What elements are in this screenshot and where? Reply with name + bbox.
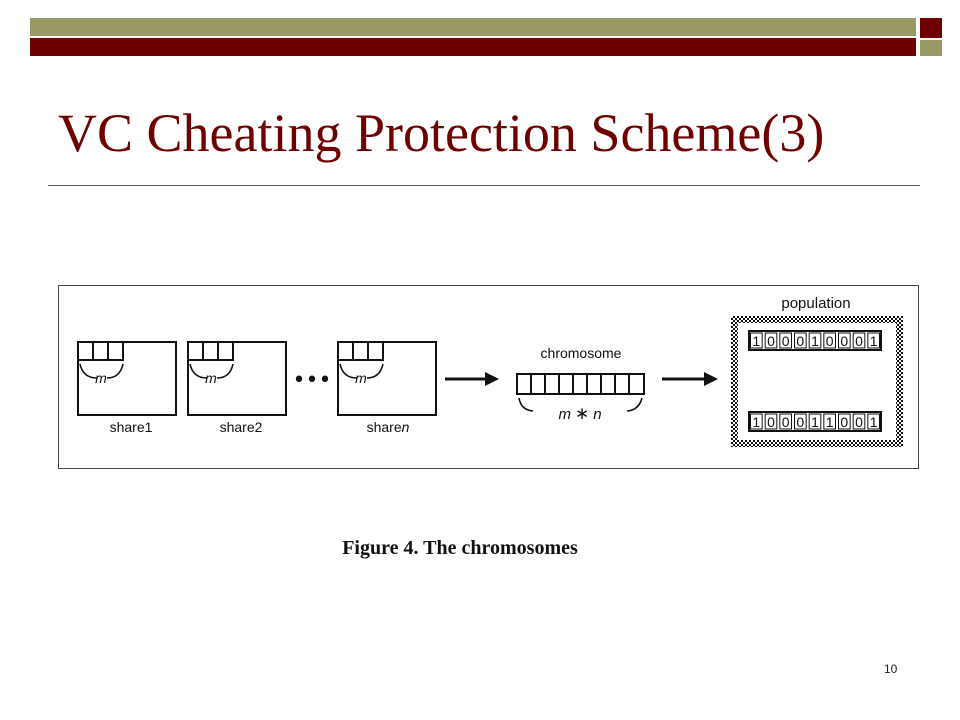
- slide-title: VC Cheating Protection Scheme(3): [58, 103, 825, 163]
- chromosome-size-label: m∗n: [558, 404, 601, 423]
- bit-cell: [779, 413, 792, 430]
- header-red-bar: [30, 38, 916, 56]
- share-m-label: m: [355, 370, 367, 386]
- share-pixel-block: [187, 341, 234, 361]
- chromosome-bracket: [518, 397, 643, 412]
- page-number: 10: [884, 662, 898, 676]
- bit-value: 1: [826, 414, 834, 430]
- bit-cell: [838, 332, 851, 349]
- bit-cell: [808, 332, 822, 349]
- share-pixel-block: [77, 341, 124, 361]
- share-m-label: m: [205, 370, 217, 386]
- bit-cell: [750, 413, 763, 430]
- bit-value: 0: [840, 414, 848, 430]
- bit-value: 1: [870, 414, 878, 430]
- share-n: m sharen: [337, 341, 437, 435]
- share-label: share1: [110, 419, 153, 435]
- bit-cell: [852, 413, 866, 430]
- bit-value: 0: [840, 333, 848, 349]
- bit-value: 1: [752, 414, 760, 430]
- figure-caption: Figure 4. The chromosomes: [342, 537, 578, 559]
- bit-value: 0: [796, 414, 804, 430]
- header-red-square: [920, 18, 942, 38]
- chromosome-cells: [530, 374, 630, 394]
- share-label: sharen: [367, 419, 410, 435]
- bit-cell: [779, 332, 792, 349]
- chromosome-diagram: m share1 m share2 ••• m sharen: [77, 295, 903, 447]
- bit-value: 1: [811, 333, 819, 349]
- share-ellipsis: •••: [293, 368, 332, 393]
- bit-value: 0: [767, 333, 775, 349]
- chromosome-bar: [516, 373, 645, 395]
- bit-value: 0: [796, 333, 804, 349]
- bit-cell: [838, 413, 851, 430]
- population-label: population: [781, 295, 850, 312]
- share-m-bracket: [339, 363, 384, 379]
- bit-value: 1: [870, 333, 878, 349]
- chromosome-label: chromosome: [541, 345, 622, 361]
- chromosome: chromosome m∗n: [516, 345, 645, 423]
- share-m-bracket: [189, 363, 234, 379]
- bit-cell: [852, 332, 866, 349]
- arrow-to-population: [662, 372, 718, 386]
- bit-cell: [794, 332, 807, 349]
- bit-value: 0: [782, 414, 790, 430]
- bit-value: 0: [855, 414, 863, 430]
- header-olive-square: [920, 40, 942, 56]
- bit-cell: [823, 413, 836, 430]
- share-1: m share1: [77, 341, 177, 435]
- bit-value: 0: [767, 414, 775, 430]
- bit-cell: [867, 413, 880, 430]
- header-olive-bar: [30, 18, 916, 36]
- share-pixel-block: [337, 341, 384, 361]
- bit-value: 1: [752, 333, 760, 349]
- share-2: m share2: [187, 341, 287, 435]
- share-label: share2: [220, 419, 263, 435]
- bit-cell: [867, 332, 880, 349]
- bit-cell: [794, 413, 807, 430]
- bit-cell: [823, 332, 836, 349]
- bit-value: 0: [826, 333, 834, 349]
- share-m-label: m: [95, 370, 107, 386]
- share-square: [337, 341, 437, 416]
- share-m-bracket: [79, 363, 124, 379]
- bit-cell: [764, 332, 778, 349]
- chromosome-figure: m share1 m share2 ••• m sharen: [58, 285, 919, 469]
- title-divider: [48, 185, 920, 186]
- bit-value: 0: [782, 333, 790, 349]
- arrow-to-chromosome: [445, 372, 499, 386]
- bit-cell: [764, 413, 778, 430]
- bit-value: 0: [855, 333, 863, 349]
- bit-cell: [808, 413, 822, 430]
- bit-value: 1: [811, 414, 819, 430]
- bit-cell: [750, 332, 763, 349]
